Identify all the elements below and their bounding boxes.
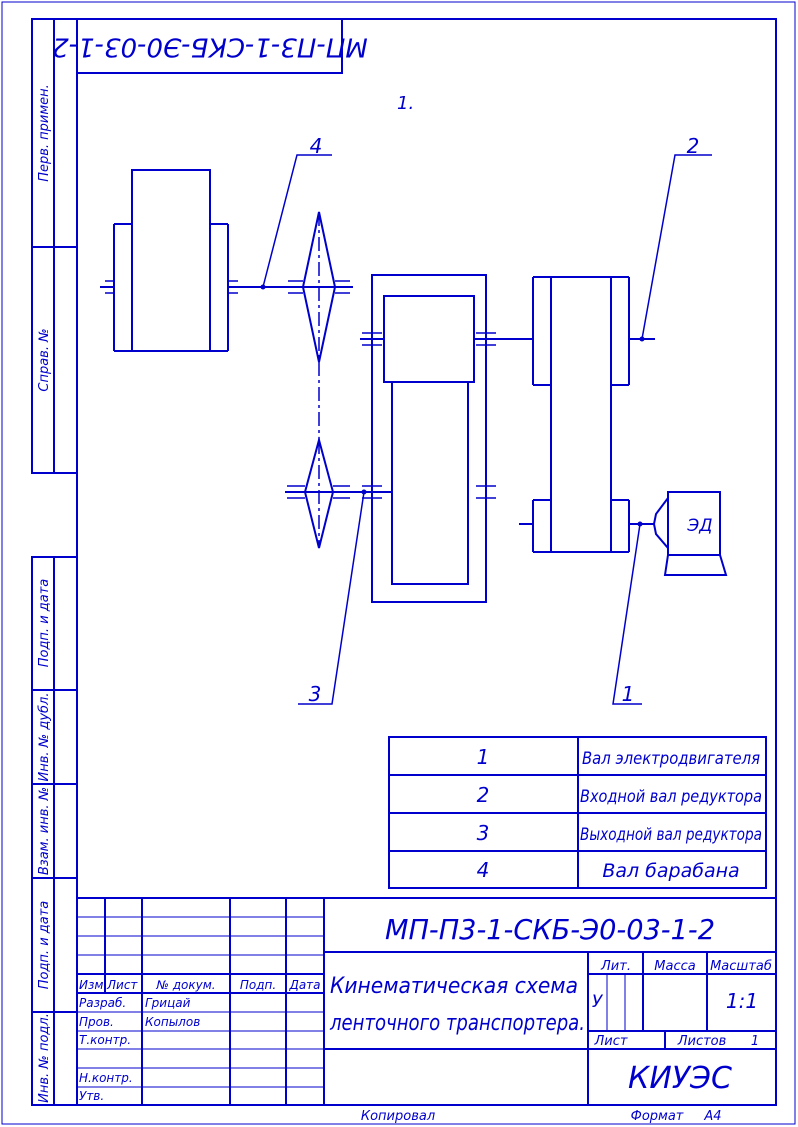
legend-num-1: 1 [477, 745, 490, 769]
drum-shaft [100, 280, 296, 294]
side-label-inv-podl: Инв. № подл. [37, 1013, 52, 1103]
motor-label: ЭД [686, 516, 712, 536]
col-header-doc: № докум. [155, 978, 215, 992]
rotated-drawing-code: МП-П3-1-СКБ-Э0-03-1-2 [52, 32, 368, 62]
sheet-label: 1. [397, 93, 414, 114]
title-block-drawing-code: МП-П3-1-СКБ-Э0-03-1-2 [385, 913, 715, 946]
upper-sprocket [287, 211, 353, 363]
sheet-cell-label: Лист [594, 1034, 628, 1049]
title-line-1: Кинематическая схема [330, 974, 578, 999]
title-line-2: ленточного транспортера. [329, 1011, 585, 1036]
organization: КИУЭС [628, 1061, 732, 1096]
gearbox-output-shaft [360, 332, 533, 346]
title-block [77, 897, 776, 1105]
name-razrab: Грицай [145, 996, 191, 1010]
role-utv: Утв. [79, 1089, 104, 1103]
name-prov: Копылов [145, 1015, 200, 1029]
role-tkontr: Т.контр. [79, 1033, 131, 1047]
drum [113, 169, 229, 352]
leader-dots [260, 284, 645, 527]
callout-2: 2 [687, 134, 700, 158]
mass-label: Масса [654, 959, 695, 974]
callout-4: 4 [310, 134, 323, 158]
leader-lines [262, 154, 712, 705]
scale-label: Масштаб [710, 959, 772, 974]
side-label-perv: Перв. примен. [37, 84, 52, 182]
left-margin-strip-bottom [31, 556, 78, 1106]
legend-num-3: 3 [477, 821, 490, 845]
callout-3: 3 [309, 682, 322, 706]
legend-text-3: Выходной вал редуктора [580, 825, 762, 845]
letter-value: У [592, 992, 604, 1012]
scale-value: 1:1 [726, 989, 758, 1013]
legend-table [388, 736, 767, 889]
side-label-podp2: Подп. и дата [37, 901, 52, 990]
legend-text-1: Вал электродвигателя [582, 749, 760, 769]
title-block-thin-lines [77, 916, 626, 1088]
role-prov: Пров. [79, 1015, 114, 1029]
legend-text-2: Входной вал редуктора [580, 787, 762, 807]
role-razrab: Разраб. [79, 996, 126, 1010]
side-label-sprav: Справ. № [37, 328, 52, 391]
gearbox [371, 274, 487, 603]
legend-num-4: 4 [477, 858, 490, 882]
sheets-cell-label: Листов [677, 1034, 727, 1049]
coupling [519, 276, 655, 553]
legend-num-2: 2 [477, 783, 490, 807]
col-header-list: Лист [106, 978, 138, 992]
role-nkontr: Н.контр. [79, 1071, 133, 1085]
callout-1: 1 [622, 682, 635, 706]
legend-text-4: Вал барабана [602, 860, 739, 882]
rotated-code-box [76, 18, 343, 74]
sheets-total-value: 1 [751, 1034, 759, 1049]
col-header-podp: Подп. [240, 978, 276, 992]
electric-motor [652, 491, 728, 576]
lit-label: Лит. [600, 959, 631, 974]
col-header-data: Дата [288, 978, 320, 992]
side-label-vzam: Взам. инв. № [37, 787, 52, 875]
footer-format-label: Формат [631, 1109, 684, 1124]
gearbox-input-shaft [362, 485, 496, 499]
side-label-podp1: Подп. и дата [37, 579, 52, 668]
lower-sprocket [285, 436, 370, 549]
footer-copied: Копировал [361, 1109, 435, 1124]
side-label-inv-dubl: Инв. № дубл. [37, 693, 52, 782]
footer-format-value: А4 [703, 1109, 721, 1124]
col-header-izm: Изм. [79, 978, 107, 992]
left-margin-strip-top [31, 18, 78, 474]
